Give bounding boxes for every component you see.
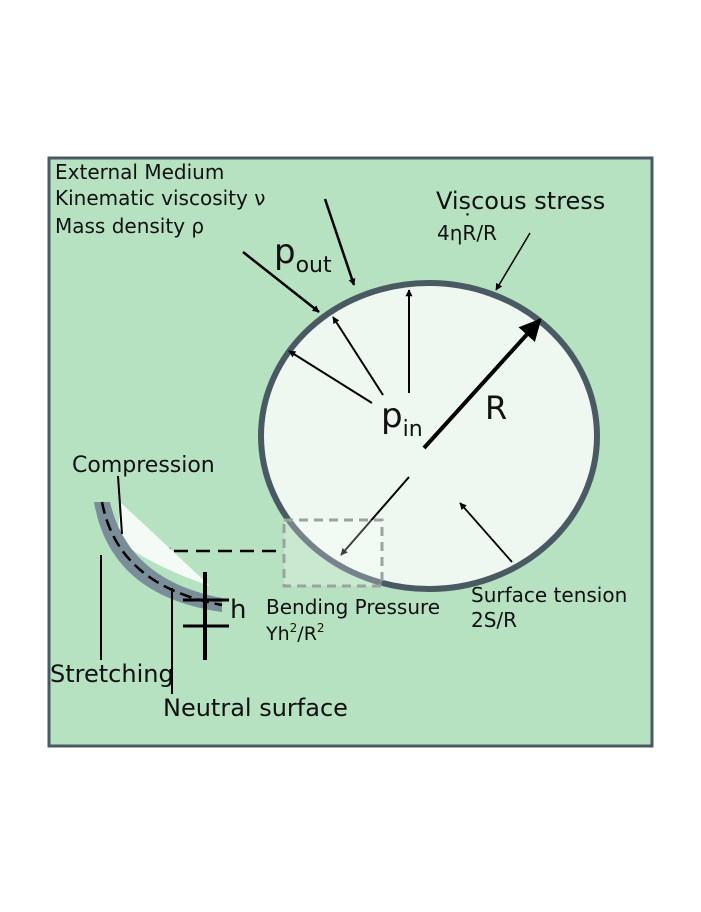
- surface-tension-title: Surface tension: [471, 583, 627, 607]
- p-out-arrow-1: [242, 251, 320, 313]
- compression-leader: [117, 475, 123, 535]
- viscous-stress-title: Viscous stress: [436, 187, 605, 215]
- bending-arrow: [340, 476, 410, 556]
- thickness-label: h: [230, 595, 246, 625]
- bubble: [258, 280, 600, 592]
- zoom-box: [282, 518, 384, 588]
- surface-tension-formula: 2S/R: [471, 608, 517, 632]
- p-in-arrow-1: [288, 350, 373, 404]
- radius-label: R: [485, 389, 507, 427]
- medium-viscosity: Kinematic viscosity ν: [55, 186, 265, 210]
- medium-density: Mass density ρ: [55, 214, 204, 238]
- viscous-arrow: [495, 232, 531, 291]
- radius-arrow: [422, 318, 542, 450]
- p-out-arrow-2: [323, 198, 356, 286]
- p-in-arrow-2: [332, 316, 384, 396]
- bending-title: Bending Pressure: [266, 595, 440, 619]
- bending-formula: Yh2/R2: [265, 621, 325, 645]
- medium-title: External Medium: [55, 160, 224, 184]
- shell-inner-wedge: [118, 502, 210, 586]
- p-in-label: pin: [381, 396, 423, 442]
- surface-tension-arrow: [459, 502, 513, 563]
- viscous-stress-formula: 4ηR/R: [437, 221, 497, 245]
- neutral-surface-label: Neutral surface: [163, 694, 348, 722]
- stretching-label: Stretching: [50, 660, 174, 688]
- p-out-label: pout: [274, 232, 332, 278]
- compression-label: Compression: [72, 453, 215, 478]
- viscous-dot: ˙: [462, 211, 473, 236]
